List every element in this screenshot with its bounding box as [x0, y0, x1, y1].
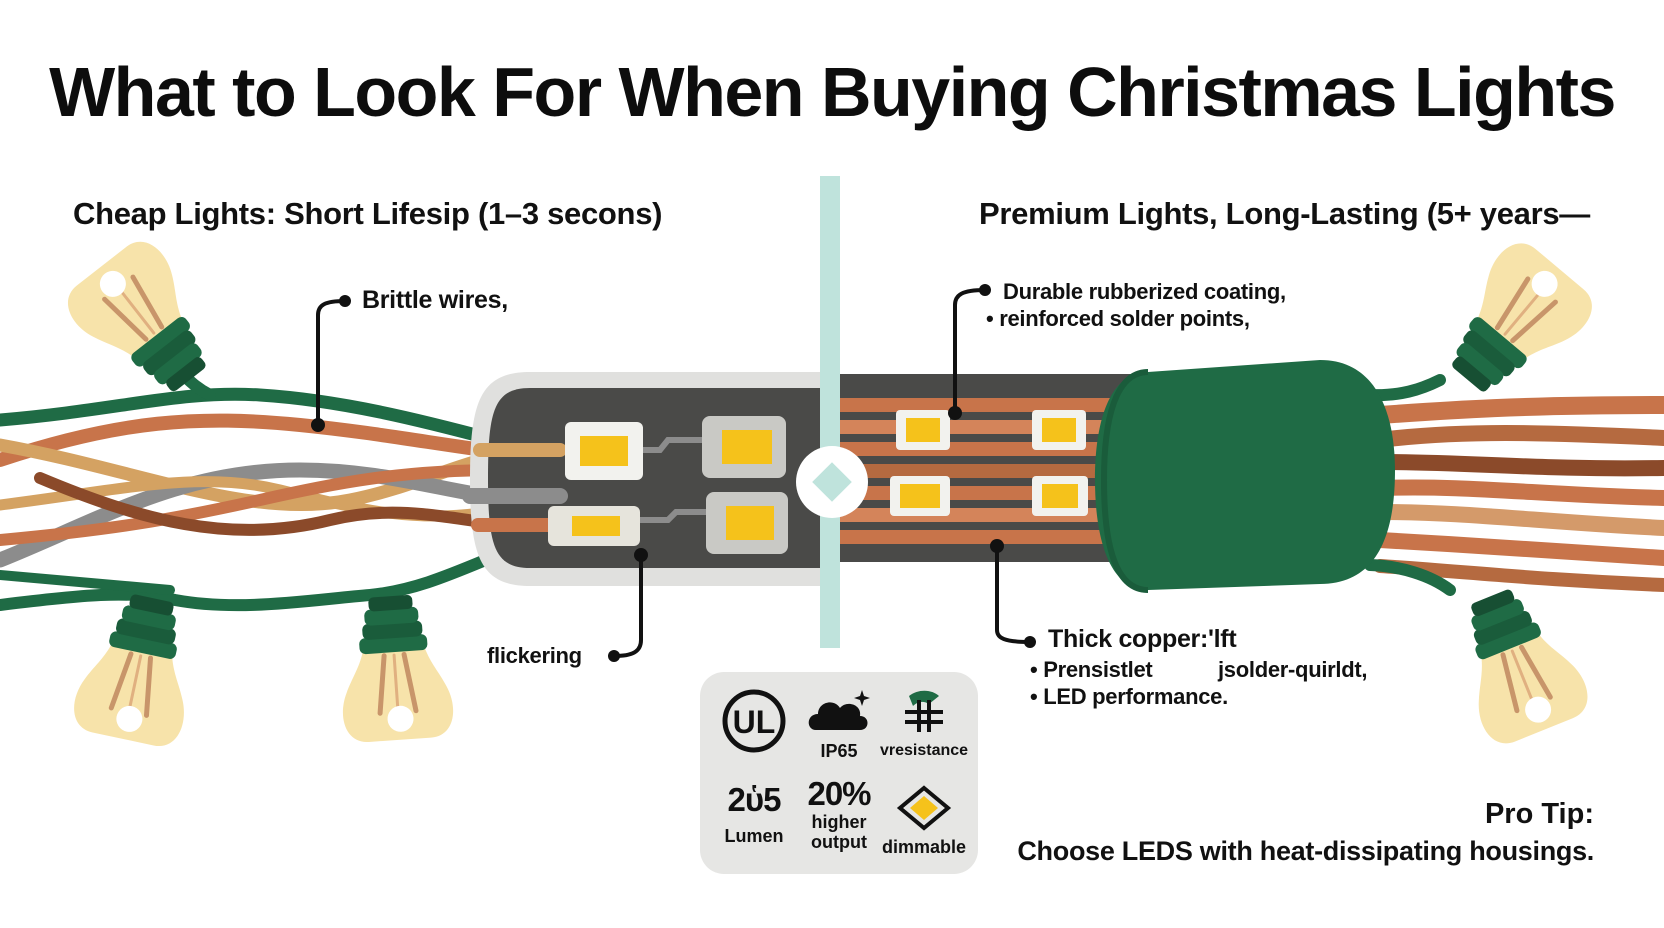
ip65-label: IP65 [820, 741, 858, 761]
callout-solder-points: • reinforced solder points, [986, 306, 1250, 331]
ip65-badge: IP65 [793, 686, 885, 761]
dimmable-label: dimmable [881, 837, 967, 857]
pro-tip-heading: Pro Tip: [1484, 798, 1594, 830]
dimmable-icon [896, 785, 952, 831]
bulb-icon [335, 592, 455, 743]
bulb-icon [1425, 234, 1602, 415]
dimmable-badge: dimmable [878, 784, 970, 857]
output-label-higher: higher [811, 812, 867, 832]
lumen-badge: 2ὑ5 Lumen [708, 781, 800, 847]
resistance-icon [905, 690, 943, 732]
ul-icon: UL [722, 689, 786, 753]
bulb-icon [69, 587, 207, 751]
callout-dots [311, 284, 1036, 662]
resistance-label: vresistance [879, 742, 969, 759]
bulb-icon [58, 232, 233, 413]
pro-tip-text: Choose LEDS with heat-dissipating housin… [1017, 836, 1594, 866]
center-divider [820, 176, 840, 648]
callout-solder-quality: jsolder-quirldt, [1218, 657, 1368, 682]
lumen-label: Lumen [724, 826, 784, 846]
cloud-icon [808, 690, 870, 730]
premium-housing [838, 360, 1395, 593]
page-title: What to Look For When Buying Christmas L… [49, 53, 1616, 131]
output-label-output: output [811, 832, 867, 852]
callout-thick-copper: Thick copper:'lft [1048, 625, 1237, 653]
bulb-icon [1439, 576, 1595, 751]
callout-prensistlet: • Prensistlet [1030, 657, 1153, 682]
output-badge: 20% higher output [793, 775, 885, 853]
lumen-value: 2ὑ5 [727, 781, 782, 818]
callout-brittle-wires: Brittle wires, [362, 286, 508, 314]
callout-durable-coating: Durable rubberized coating, [1003, 279, 1286, 304]
cheap-housing [462, 372, 830, 586]
cheap-lights-heading: Cheap Lights: Short Lifesip (1–3 secons) [73, 196, 663, 231]
cheap-wires [0, 354, 527, 612]
ul-badge: UL [708, 686, 800, 761]
svg-text:UL: UL [733, 704, 776, 740]
premium-lights-heading: Premium Lights, Long-Lasting (5+ years— [979, 196, 1590, 231]
resistance-badge: vresistance [878, 686, 970, 761]
certification-panel: UL IP65 vresistance 2ὑ5 Lumen 20% higher… [700, 672, 978, 874]
premium-wires [1364, 374, 1664, 596]
callout-flickering: flickering [487, 643, 582, 668]
output-value: 20% [807, 775, 871, 812]
callout-led-performance: • LED performance. [1030, 684, 1228, 709]
